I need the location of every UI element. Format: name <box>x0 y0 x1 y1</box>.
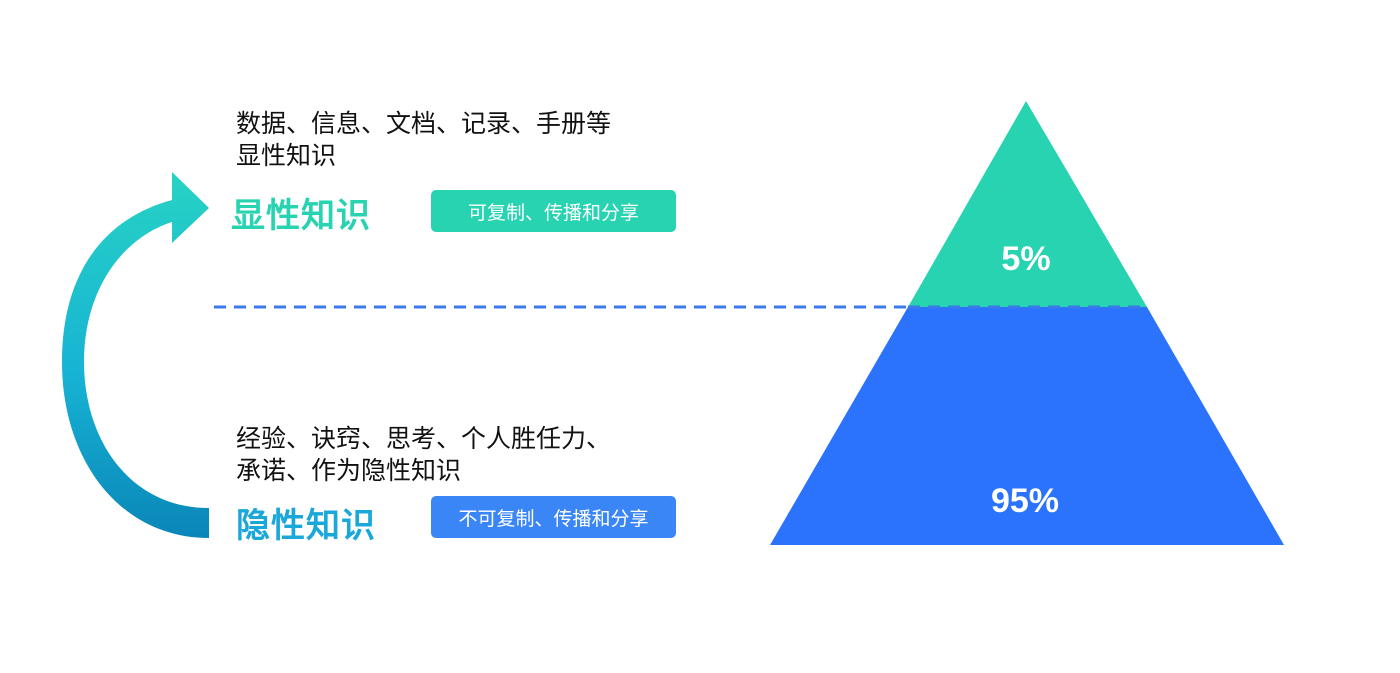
tacit-percent-label: 95% <box>990 482 1060 520</box>
explicit-knowledge-description: 数据、信息、文档、记录、手册等 显性知识 <box>236 109 612 170</box>
explicit-knowledge-title: 显性知识 <box>231 196 371 236</box>
pyramid-top-explicit <box>908 101 1147 307</box>
tacit-knowledge-description: 经验、诀窍、思考、个人胜任力、 承诺、作为隐性知识 <box>236 424 612 485</box>
tacit-knowledge-badge-label: 不可复制、传播和分享 <box>458 507 649 530</box>
explicit-knowledge-badge-label: 可复制、传播和分享 <box>467 201 639 224</box>
pyramid-bottom-tacit <box>770 307 1284 545</box>
tacit-knowledge-badge: 不可复制、传播和分享 <box>431 496 676 538</box>
explicit-percent-label: 5% <box>1001 240 1051 278</box>
curved-up-arrow-icon <box>62 172 209 538</box>
tacit-knowledge-title: 隐性知识 <box>236 506 376 546</box>
explicit-knowledge-badge: 可复制、传播和分享 <box>431 190 676 232</box>
